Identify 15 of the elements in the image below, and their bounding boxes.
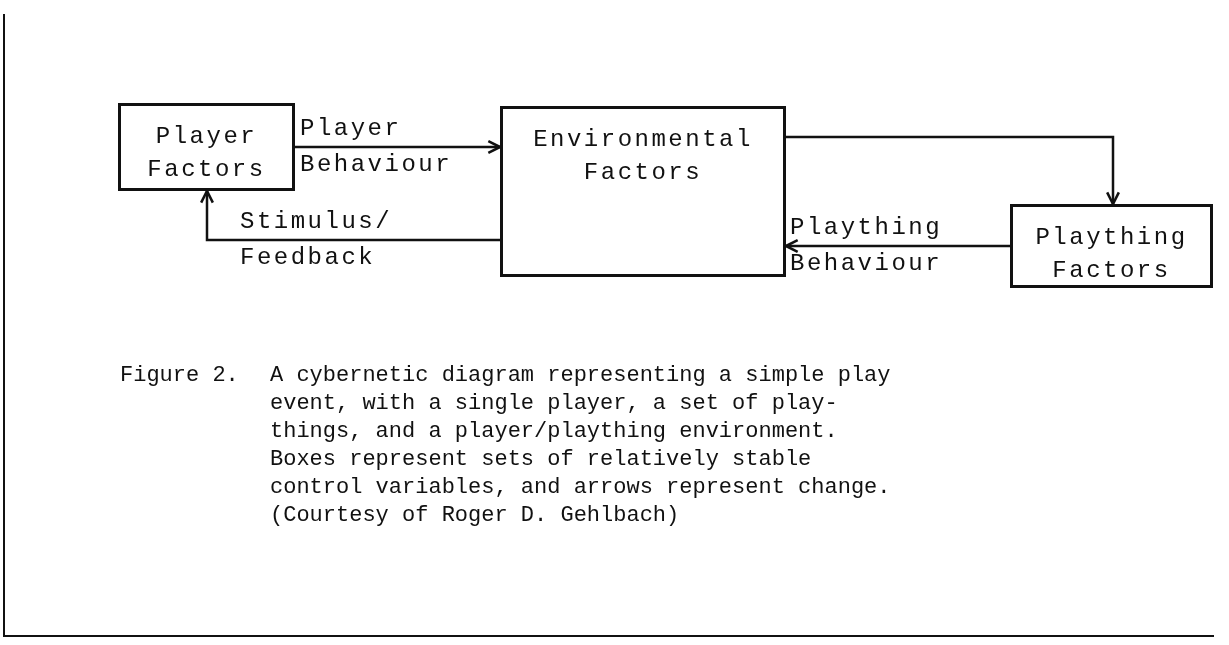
- arrow: [784, 238, 1010, 254]
- edge-label: Player Behaviour: [300, 114, 454, 180]
- figure-caption: A cybernetic diagram representing a simple play event, with a single player, a set of play- things, and a player/plaything environment. Boxes represent sets of relatively stable control variables, and arrows represent change. (Courtesy of Roger D. Gehlbach): [270, 362, 892, 530]
- factor-box: [1010, 204, 1213, 288]
- box-text: Environmental Factors: [532, 125, 754, 188]
- edge-label: Stimulus/ Feedback: [240, 207, 394, 273]
- box-text: Player Factors: [146, 122, 267, 185]
- box-text: Plaything Factors: [1034, 223, 1189, 286]
- arrow: [295, 139, 502, 155]
- arrow: [199, 189, 500, 242]
- arrow: [786, 135, 1121, 206]
- edge-label: Plaything Behaviour: [790, 213, 944, 279]
- figure-number: Figure 2.: [120, 362, 239, 390]
- factor-box: [118, 103, 295, 191]
- factor-box: [500, 106, 786, 277]
